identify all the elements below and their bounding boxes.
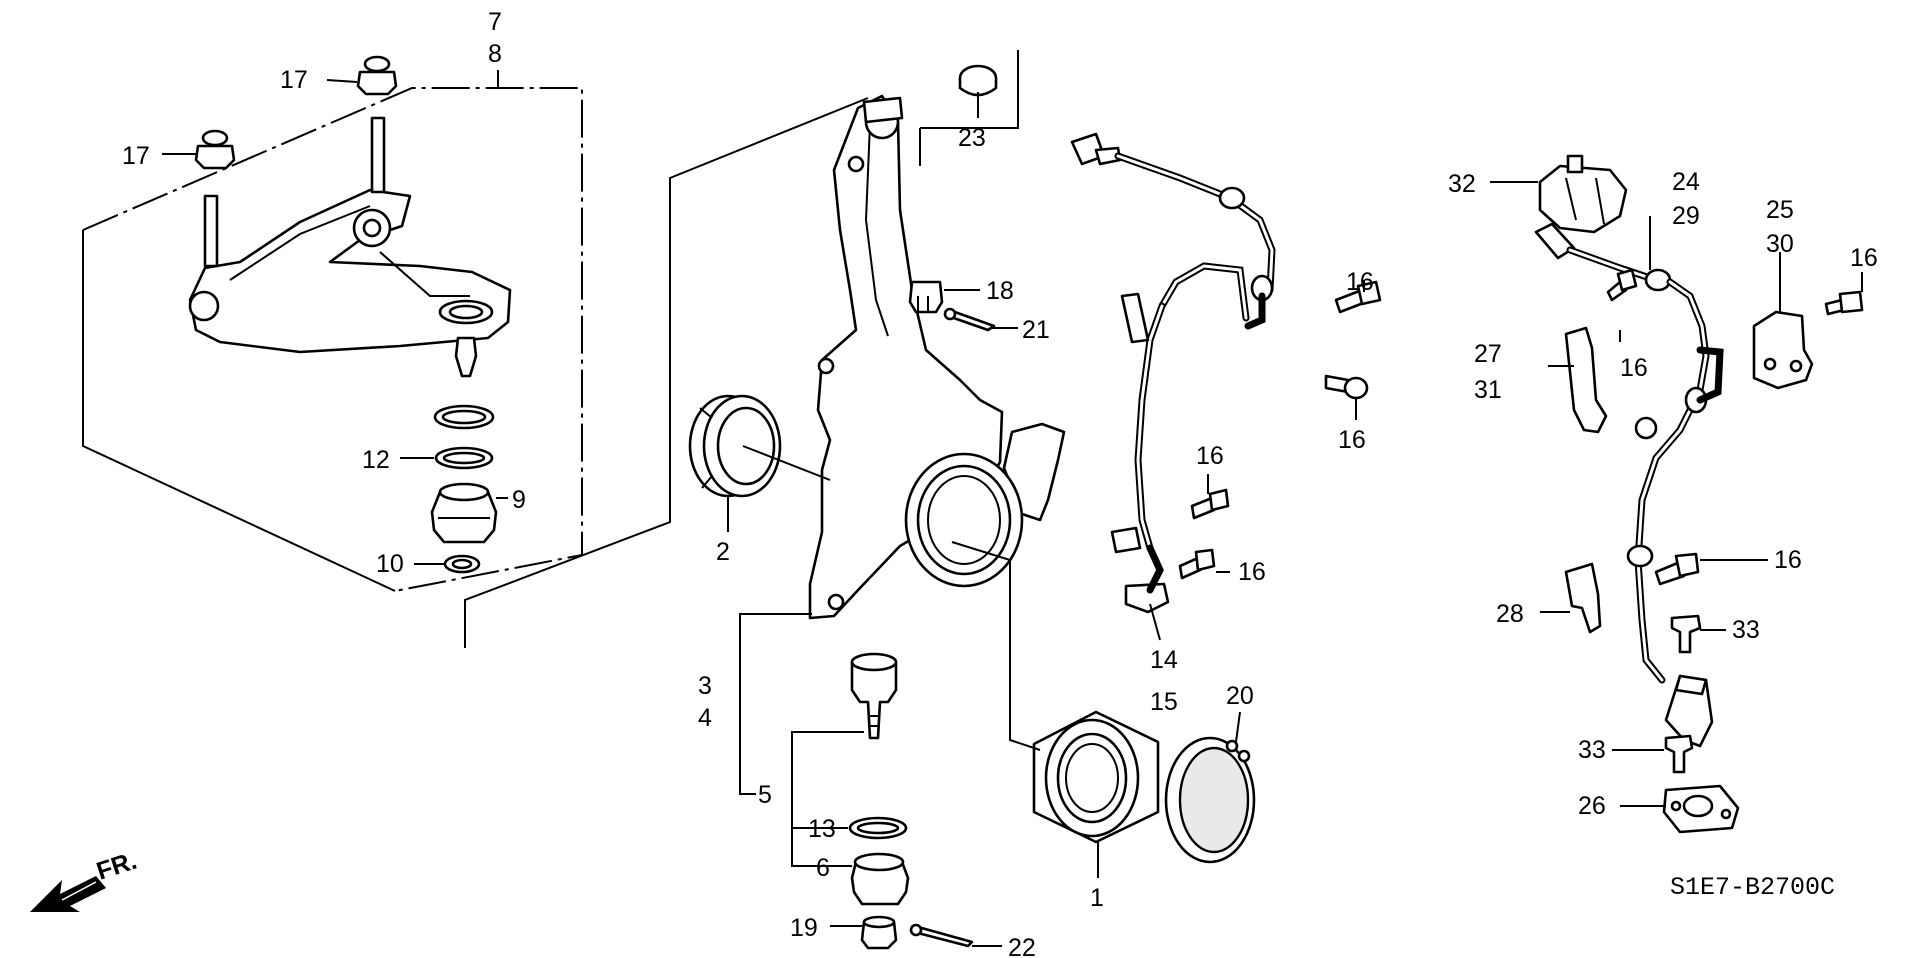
bolt-16-g: [1654, 552, 1700, 586]
callout-12: 12: [362, 446, 390, 474]
callout-labels: 7 8 17 17 12 9 10 23 18 21 2 3 4 5 13 6 …: [122, 8, 1878, 958]
circlip-20: [1164, 736, 1256, 864]
callout-22: 22: [1008, 934, 1036, 958]
front-label: FR.: [93, 847, 140, 886]
bolt-16-b: [1324, 374, 1369, 400]
callout-21: 21: [1022, 316, 1050, 344]
callout-17a: 17: [280, 66, 308, 94]
plate-26: [1662, 784, 1740, 834]
callout-27: 27: [1474, 340, 1502, 368]
bolt-16-c: [1190, 488, 1230, 520]
callout-31: 31: [1474, 376, 1502, 404]
callout-19: 19: [790, 914, 818, 942]
bolt-33-a: [1670, 614, 1702, 654]
callout-25: 25: [1766, 196, 1794, 224]
callout-33a: 33: [1732, 616, 1760, 644]
callout-20: 20: [1226, 682, 1254, 710]
callout-32: 32: [1448, 170, 1476, 198]
callout-29: 29: [1672, 202, 1700, 230]
callout-15: 15: [1150, 688, 1178, 716]
ring-10: [443, 554, 481, 574]
front-direction-arrow: FR.: [30, 847, 140, 912]
lower-ball-joint: [850, 652, 898, 740]
bracket-28: [1564, 562, 1602, 634]
bracket-25-30: [1752, 310, 1814, 390]
callout-28: 28: [1496, 600, 1524, 628]
boot-6: [850, 852, 910, 906]
rear-harness-clip-32: [1538, 154, 1628, 234]
callout-5: 5: [758, 781, 772, 809]
callout-2: 2: [716, 538, 730, 566]
steering-knuckle: [808, 94, 1066, 620]
cotter-pin-22: [909, 923, 974, 948]
castle-nut-19: [860, 915, 898, 950]
flange-nut-17b: [194, 129, 236, 170]
callout-26: 26: [1578, 792, 1606, 820]
boot-9: [430, 482, 498, 544]
upper-arm-group-outline: [82, 70, 583, 592]
cotter-pin-21: [943, 307, 996, 332]
upper-control-arm: [188, 116, 512, 378]
callout-16a: 16: [1346, 268, 1374, 296]
callout-33b: 33: [1578, 736, 1606, 764]
callout-7: 7: [488, 8, 502, 36]
diagram-code: S1E7-B2700C: [1670, 873, 1835, 902]
bolt-16-d: [1178, 548, 1216, 580]
callout-16e: 16: [1620, 354, 1648, 382]
callout-16d: 16: [1238, 558, 1266, 586]
callout-3: 3: [698, 672, 712, 700]
bolt-16-e: [1606, 268, 1638, 302]
callout-13: 13: [808, 815, 836, 843]
knuckle-group-outline: [464, 50, 1019, 648]
bracket-27-31: [1564, 326, 1608, 434]
callout-24: 24: [1672, 168, 1700, 196]
wheel-speed-sensor-front: [1070, 132, 1276, 614]
snap-ring-12: [433, 404, 495, 470]
dust-seal-2: [688, 394, 782, 498]
callout-18: 18: [986, 277, 1014, 305]
flange-nut-17a: [356, 55, 398, 96]
cap-23: [958, 64, 998, 97]
callout-30: 30: [1766, 230, 1794, 258]
callout-4: 4: [698, 704, 712, 732]
wheel-speed-sensor-rear: [1534, 222, 1724, 748]
wheel-bearing-1: [1032, 710, 1160, 844]
callout-16f: 16: [1850, 244, 1878, 272]
leader-lines: [162, 79, 1863, 947]
bolt-16-f: [1824, 290, 1864, 316]
callout-16b: 16: [1338, 426, 1366, 454]
callout-1: 1: [1090, 884, 1104, 912]
callout-16g: 16: [1774, 546, 1802, 574]
snap-ring-13: [848, 816, 908, 840]
callout-16c: 16: [1196, 442, 1224, 470]
callout-8: 8: [488, 40, 502, 68]
castle-nut-18: [908, 280, 944, 314]
callout-23: 23: [958, 124, 986, 152]
callout-17b: 17: [122, 142, 150, 170]
callout-6: 6: [816, 854, 830, 882]
callout-9: 9: [512, 486, 526, 514]
callout-10: 10: [376, 550, 404, 578]
callout-14: 14: [1150, 646, 1178, 674]
bolt-33-b: [1664, 734, 1694, 774]
